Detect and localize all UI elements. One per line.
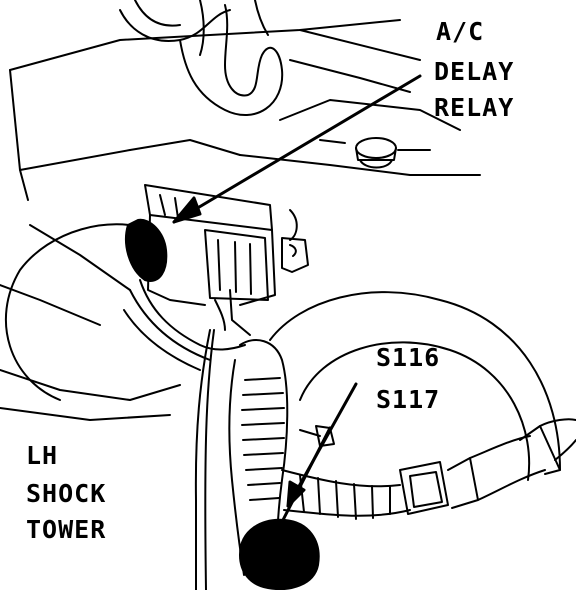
label-relay: RELAY bbox=[434, 93, 515, 122]
bolt bbox=[299, 425, 335, 447]
relay-bracket bbox=[144, 184, 309, 306]
label-delay: DELAY bbox=[434, 57, 515, 86]
label-ac: A/C bbox=[436, 17, 485, 46]
side-connector bbox=[399, 418, 576, 515]
label-s117: S117 bbox=[376, 385, 441, 414]
relay-harness bbox=[123, 279, 251, 371]
label-lh: LH bbox=[26, 441, 59, 470]
label-s116: S116 bbox=[376, 343, 441, 372]
relay-connector bbox=[124, 218, 168, 282]
label-tower: TOWER bbox=[26, 515, 107, 544]
label-shock: SHOCK bbox=[26, 479, 107, 508]
splice-connector bbox=[239, 518, 320, 591]
upper-hose bbox=[119, 0, 284, 116]
reservoir-cap bbox=[319, 137, 431, 169]
shock-tower bbox=[5, 223, 561, 591]
leader-arrows bbox=[172, 74, 422, 522]
